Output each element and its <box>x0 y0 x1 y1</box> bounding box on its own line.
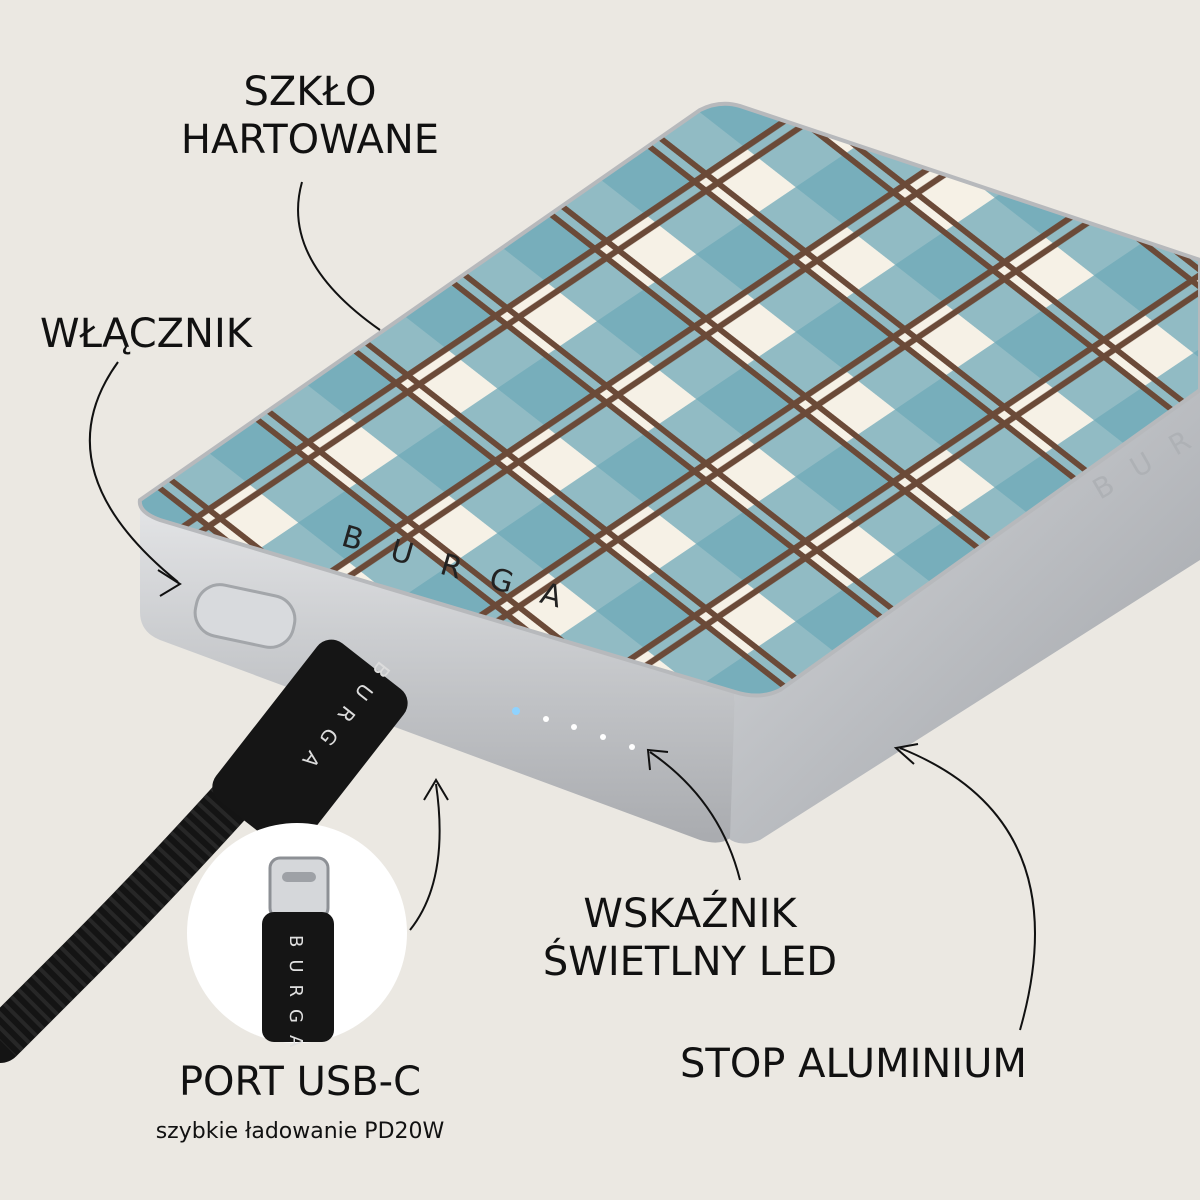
power-bank: BURGA BURGA <box>137 101 1200 844</box>
led-indicator <box>512 707 635 750</box>
usb-c-connector <box>212 639 408 851</box>
power-button[interactable] <box>191 580 300 652</box>
arrow-led-head <box>646 748 669 771</box>
label-led-indicator-line2: ŚWIETLNY LED <box>542 939 838 985</box>
arrow-alu <box>899 747 1036 1031</box>
arrow-power <box>88 361 179 583</box>
led-dot <box>512 707 520 715</box>
usb-c-plug-body <box>262 912 334 1042</box>
label-tempered-glass-line2: HARTOWANE <box>180 117 440 163</box>
label-usb-port: PORT USB-C <box>178 1059 422 1105</box>
inset-wordmark: BURGA <box>285 935 306 1059</box>
label-tempered-glass-line1: SZKŁO <box>243 69 377 115</box>
led-dot <box>629 744 635 750</box>
power-bank-right-side <box>728 390 1200 844</box>
label-usb-port-detail: szybkie ładowanie PD20W <box>155 1119 445 1144</box>
label-led-indicator-line1: WSKAŹNIK <box>583 891 797 937</box>
label-power-button: WŁĄCZNIK <box>40 311 252 357</box>
arrow-usb-head <box>423 778 449 801</box>
label-tempered-glass: SZKŁO HARTOWANE <box>150 68 470 164</box>
arrow-glass <box>297 181 381 331</box>
arrow-usb <box>409 783 441 931</box>
arrow-led <box>649 751 741 881</box>
led-dot <box>543 716 549 722</box>
power-bank-front-side <box>139 500 736 843</box>
usb-c-plug-metal <box>268 856 330 920</box>
led-dot <box>600 734 606 740</box>
led-dot <box>571 724 577 730</box>
cable-braid <box>0 757 273 1063</box>
usb-c-zoom-inset: BURGA <box>187 823 407 1059</box>
annotation-arrows <box>88 181 1036 1031</box>
arrow-alu-head <box>893 743 919 765</box>
label-aluminium: STOP ALUMINIUM <box>680 1041 1027 1087</box>
arrow-power-head <box>157 569 182 597</box>
label-led-indicator: WSKAŹNIK ŚWIETLNY LED <box>520 890 860 986</box>
power-bank-top-glass <box>137 101 1200 698</box>
